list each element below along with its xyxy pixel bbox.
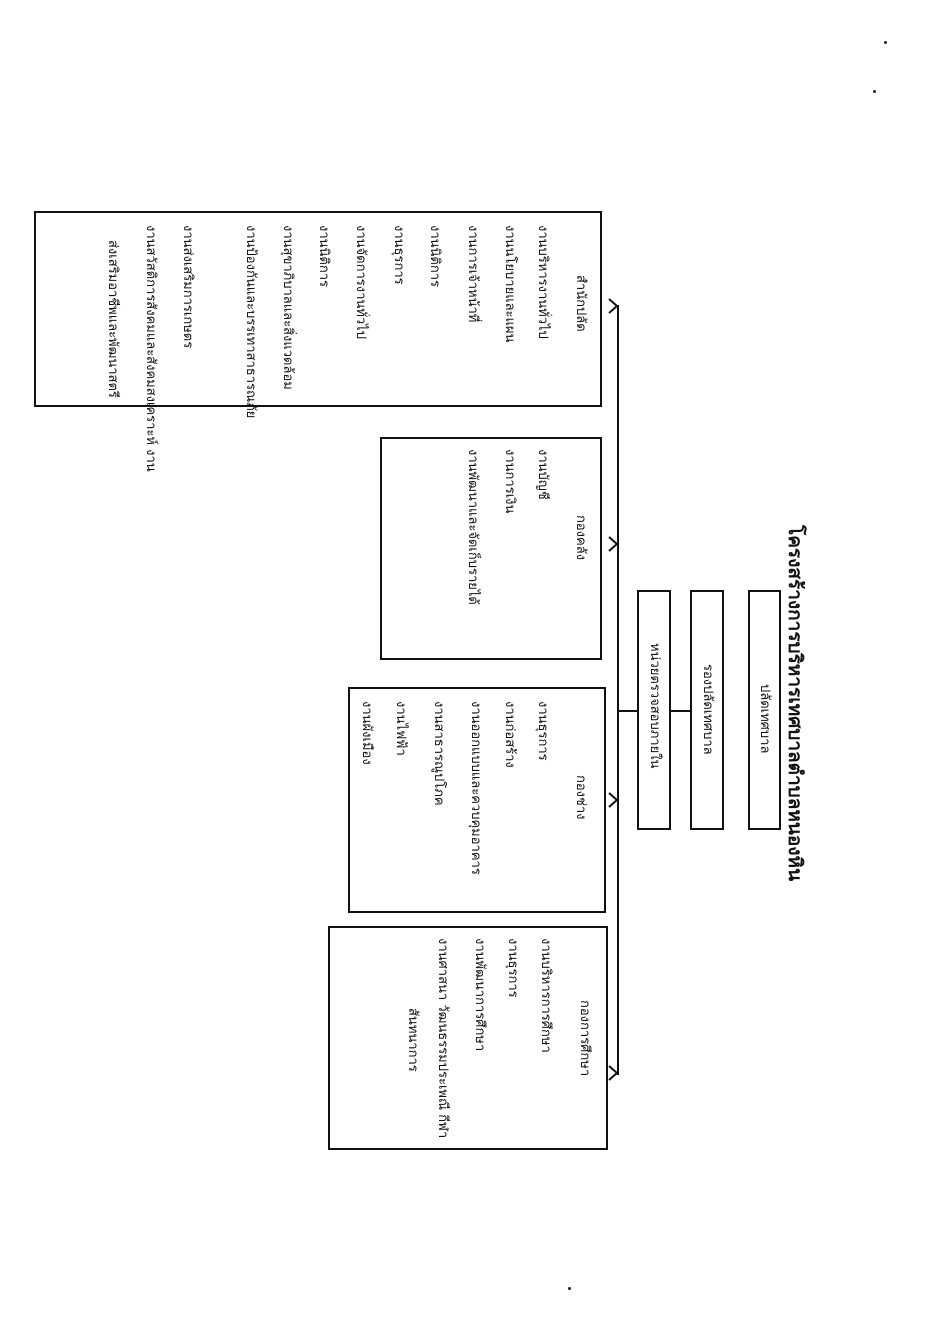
office-item: งานธุรการ — [391, 225, 406, 285]
arrow-education — [608, 1065, 618, 1081]
office-item: งานส่งเสริมการเกษตร — [180, 225, 195, 349]
engineering-item: งานสาธารณูปโภค — [431, 701, 446, 806]
connector-deputy-audit — [671, 710, 690, 712]
dept-name-finance: กองคลัง — [573, 515, 588, 561]
audit-box — [637, 590, 671, 830]
mayor-box — [748, 590, 781, 830]
mayor-official-title: นายกเทศมนตรี — [0, 0, 7, 1]
office-item: งานสวัสดิการสังคมและสังคมสงเคราะห์ งาน — [143, 225, 158, 472]
engineering-item: งานก่อสร้าง — [502, 701, 517, 768]
arrow-office — [608, 298, 618, 314]
engineering-item: งานไฟฟ้า — [393, 701, 408, 756]
finance-item: งานพัฒนาและจัดเก็บรายได้ — [465, 449, 480, 605]
office-item: งานนิติการ — [427, 225, 442, 288]
office-item: งานนิติการ — [316, 225, 331, 288]
dept-box-finance — [380, 437, 602, 660]
arrow-finance — [608, 536, 618, 552]
dept-name-engineering: กองช่าง — [573, 775, 588, 820]
office-item: งานบริหารงานทั่วไป — [535, 225, 550, 339]
scan-dot — [873, 90, 876, 93]
scan-dot — [884, 41, 887, 44]
education-item: งานบริหารการศึกษา — [538, 938, 553, 1053]
office-item: งานการเจ้าหน้าที่ — [465, 225, 480, 323]
dept-box-office — [34, 211, 602, 407]
office-item: งานจัดการงานทั่วไป — [353, 225, 368, 339]
office-item: งานนโยบายและแผน — [502, 225, 517, 343]
dept-box-engineering — [348, 687, 606, 913]
engineering-item: งานผังเมือง — [359, 701, 374, 765]
vertical-trunk — [617, 305, 619, 1075]
office-item: ส่งเสริมอาชีพและพัฒนาสตรี — [105, 240, 120, 398]
engineering-item: งานออกแบบและควบคุมอาคาร — [468, 701, 483, 875]
office-item: งานสุขาภิบาลและสิ่งแวดล้อม — [280, 225, 295, 390]
education-item: งานศาสนา วัฒนธรรมประเพณี กีฬา — [435, 938, 450, 1139]
office-item: งานป้องกันและบรรเทาสาธารณภัย — [243, 225, 258, 419]
arrow-engineering — [608, 792, 618, 808]
dept-name-office: สำนักปลัด — [573, 275, 588, 332]
engineering-item: งานธุรการ — [535, 701, 550, 761]
education-item: งานพัฒนาการศึกษา — [472, 938, 487, 1052]
dept-box-education — [328, 926, 608, 1150]
finance-item: งานการเงิน — [502, 449, 517, 514]
scan-dot — [568, 1287, 571, 1290]
education-item: สันทนาการ — [405, 1008, 420, 1072]
deputy-box — [690, 590, 724, 830]
dept-name-education: กองการศึกษา — [577, 1000, 592, 1077]
education-item: งานธุรการ — [505, 938, 520, 998]
connector-audit-trunk — [618, 710, 637, 712]
finance-item: งานบัญชี — [535, 449, 550, 500]
